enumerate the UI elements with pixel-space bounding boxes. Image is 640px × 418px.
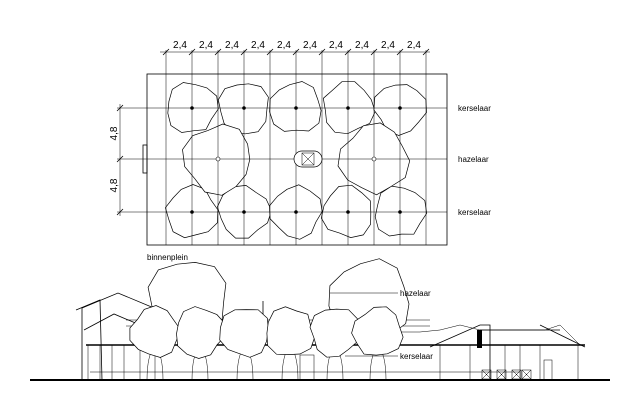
kiosk [299,354,315,381]
section-label-kerselaar: kerselaar [400,352,433,361]
column-dimension-label: 2,4 [355,40,369,51]
dimension-tick [162,48,170,56]
tree-point [294,210,298,214]
cross-icon [496,369,507,380]
kerselaar-canopy-section [176,306,226,359]
dimension-tick [116,208,124,216]
dimension-tick [116,104,124,112]
dimension-tick [292,48,300,56]
kerselaar-canopy-section [266,306,316,355]
column-dimension-label: 2,4 [199,40,213,51]
section-label-hazelaar: hazelaar [400,289,431,298]
dimension-tick [240,48,248,56]
post [477,330,482,348]
dimension-tick [266,48,274,56]
column-dimension-label: 2,4 [303,40,317,51]
cross-icon [481,369,492,380]
kerselaar-canopy [320,184,372,238]
dimension-tick [396,48,404,56]
column-dimension-label: 2,4 [329,40,343,51]
section-view: hazelaar kerselaar [30,258,610,381]
door [543,359,553,381]
row-dimension-label: 4,8 [109,126,120,140]
right-building [429,324,586,380]
row-label-hazelaar: hazelaar [458,155,489,164]
dimension-tick [344,48,352,56]
column-dimension-label: 2,4 [381,40,395,51]
column-dimension-label: 2,4 [407,40,421,51]
kerselaar-canopy-section [129,305,182,358]
tree-point [242,106,246,110]
kerselaar-canopy-section [351,306,404,356]
row-dimensions: 4,8 4,8 [109,104,124,216]
cross-icon [511,369,522,380]
tree-point [346,106,350,110]
row-dimension-label: 4,8 [109,178,120,192]
dimension-tick [318,48,326,56]
column-dimension-label: 2,4 [251,40,265,51]
dimension-tick [370,48,378,56]
tree-point [371,156,377,162]
central-feature-box [301,152,315,166]
column-dimension-label: 2,4 [225,40,239,51]
dimension-tick [188,48,196,56]
plan-view: 2,4 2,4 2,4 2,4 2,4 2,4 2,4 2,4 2,4 2,4 4,8 4,8 ke… [109,40,491,262]
tree-point [398,210,402,214]
column-dimensions: 2,4 2,4 2,4 2,4 2,4 2,4 2,4 2,4 2,4 2,4 [160,40,430,56]
area-label-binnenplein: binnenplein [147,253,188,262]
kerselaar-canopy-section [219,309,269,358]
right-roof [398,324,581,346]
tree-point [242,210,246,214]
kerselaar-canopy-section [309,308,359,358]
column-dimension-label: 2,4 [173,40,187,51]
dimension-tick [214,48,222,56]
tree-point [398,106,402,110]
cross-icon [521,369,532,380]
tree-point [215,156,221,162]
tree-point [190,106,194,110]
dimension-tick [116,155,124,163]
row-labels: kerselaar hazelaar kerselaar [458,104,491,217]
column-dimension-label: 2,4 [277,40,291,51]
tree-point [346,210,350,214]
plan-grid [117,50,448,246]
tree-point [190,210,194,214]
row-label-kerselaar: kerselaar [458,208,491,217]
left-building [75,292,155,381]
dimension-tick [422,48,430,56]
row-label-kerselaar: kerselaar [458,104,491,113]
cross-icon [301,152,315,166]
section-tree-canopies [129,258,410,381]
tree-point [294,106,298,110]
